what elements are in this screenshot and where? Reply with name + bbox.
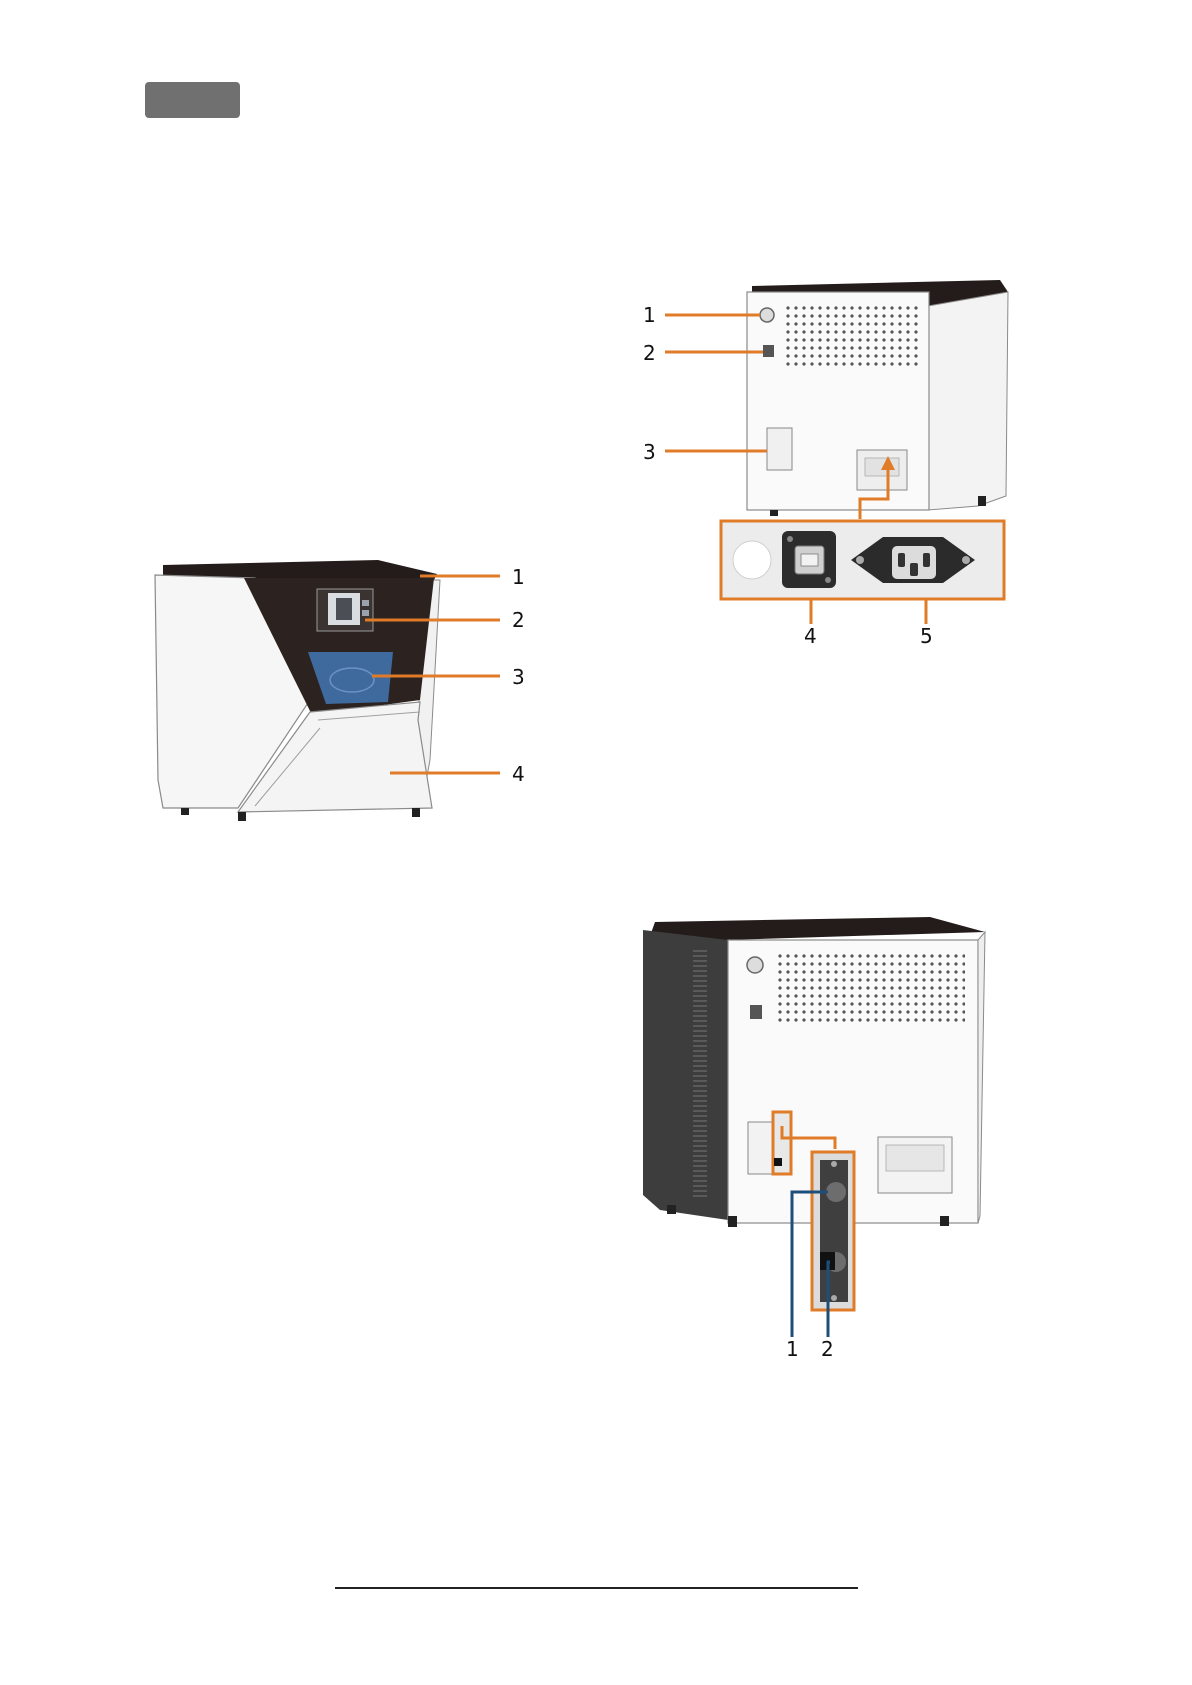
front-callout-2: 2: [512, 608, 525, 632]
front-view-machine: [155, 560, 440, 821]
rear-connector-detail: [721, 521, 1004, 599]
rear-callout-1: 1: [643, 303, 656, 327]
rear-callout-4: 4: [804, 624, 817, 648]
side-callout-2: 2: [821, 1337, 834, 1361]
front-callout-4: 4: [512, 762, 525, 786]
rear-view-machine: [747, 280, 1008, 516]
front-callout-3: 3: [512, 665, 525, 689]
rear-callout-3: 3: [643, 440, 656, 464]
front-callout-1: 1: [512, 565, 525, 589]
rear-callout-2: 2: [643, 341, 656, 365]
rear-callout-5: 5: [920, 624, 933, 648]
footer-rule: [335, 1587, 858, 1589]
side-callout-1: 1: [786, 1337, 799, 1361]
